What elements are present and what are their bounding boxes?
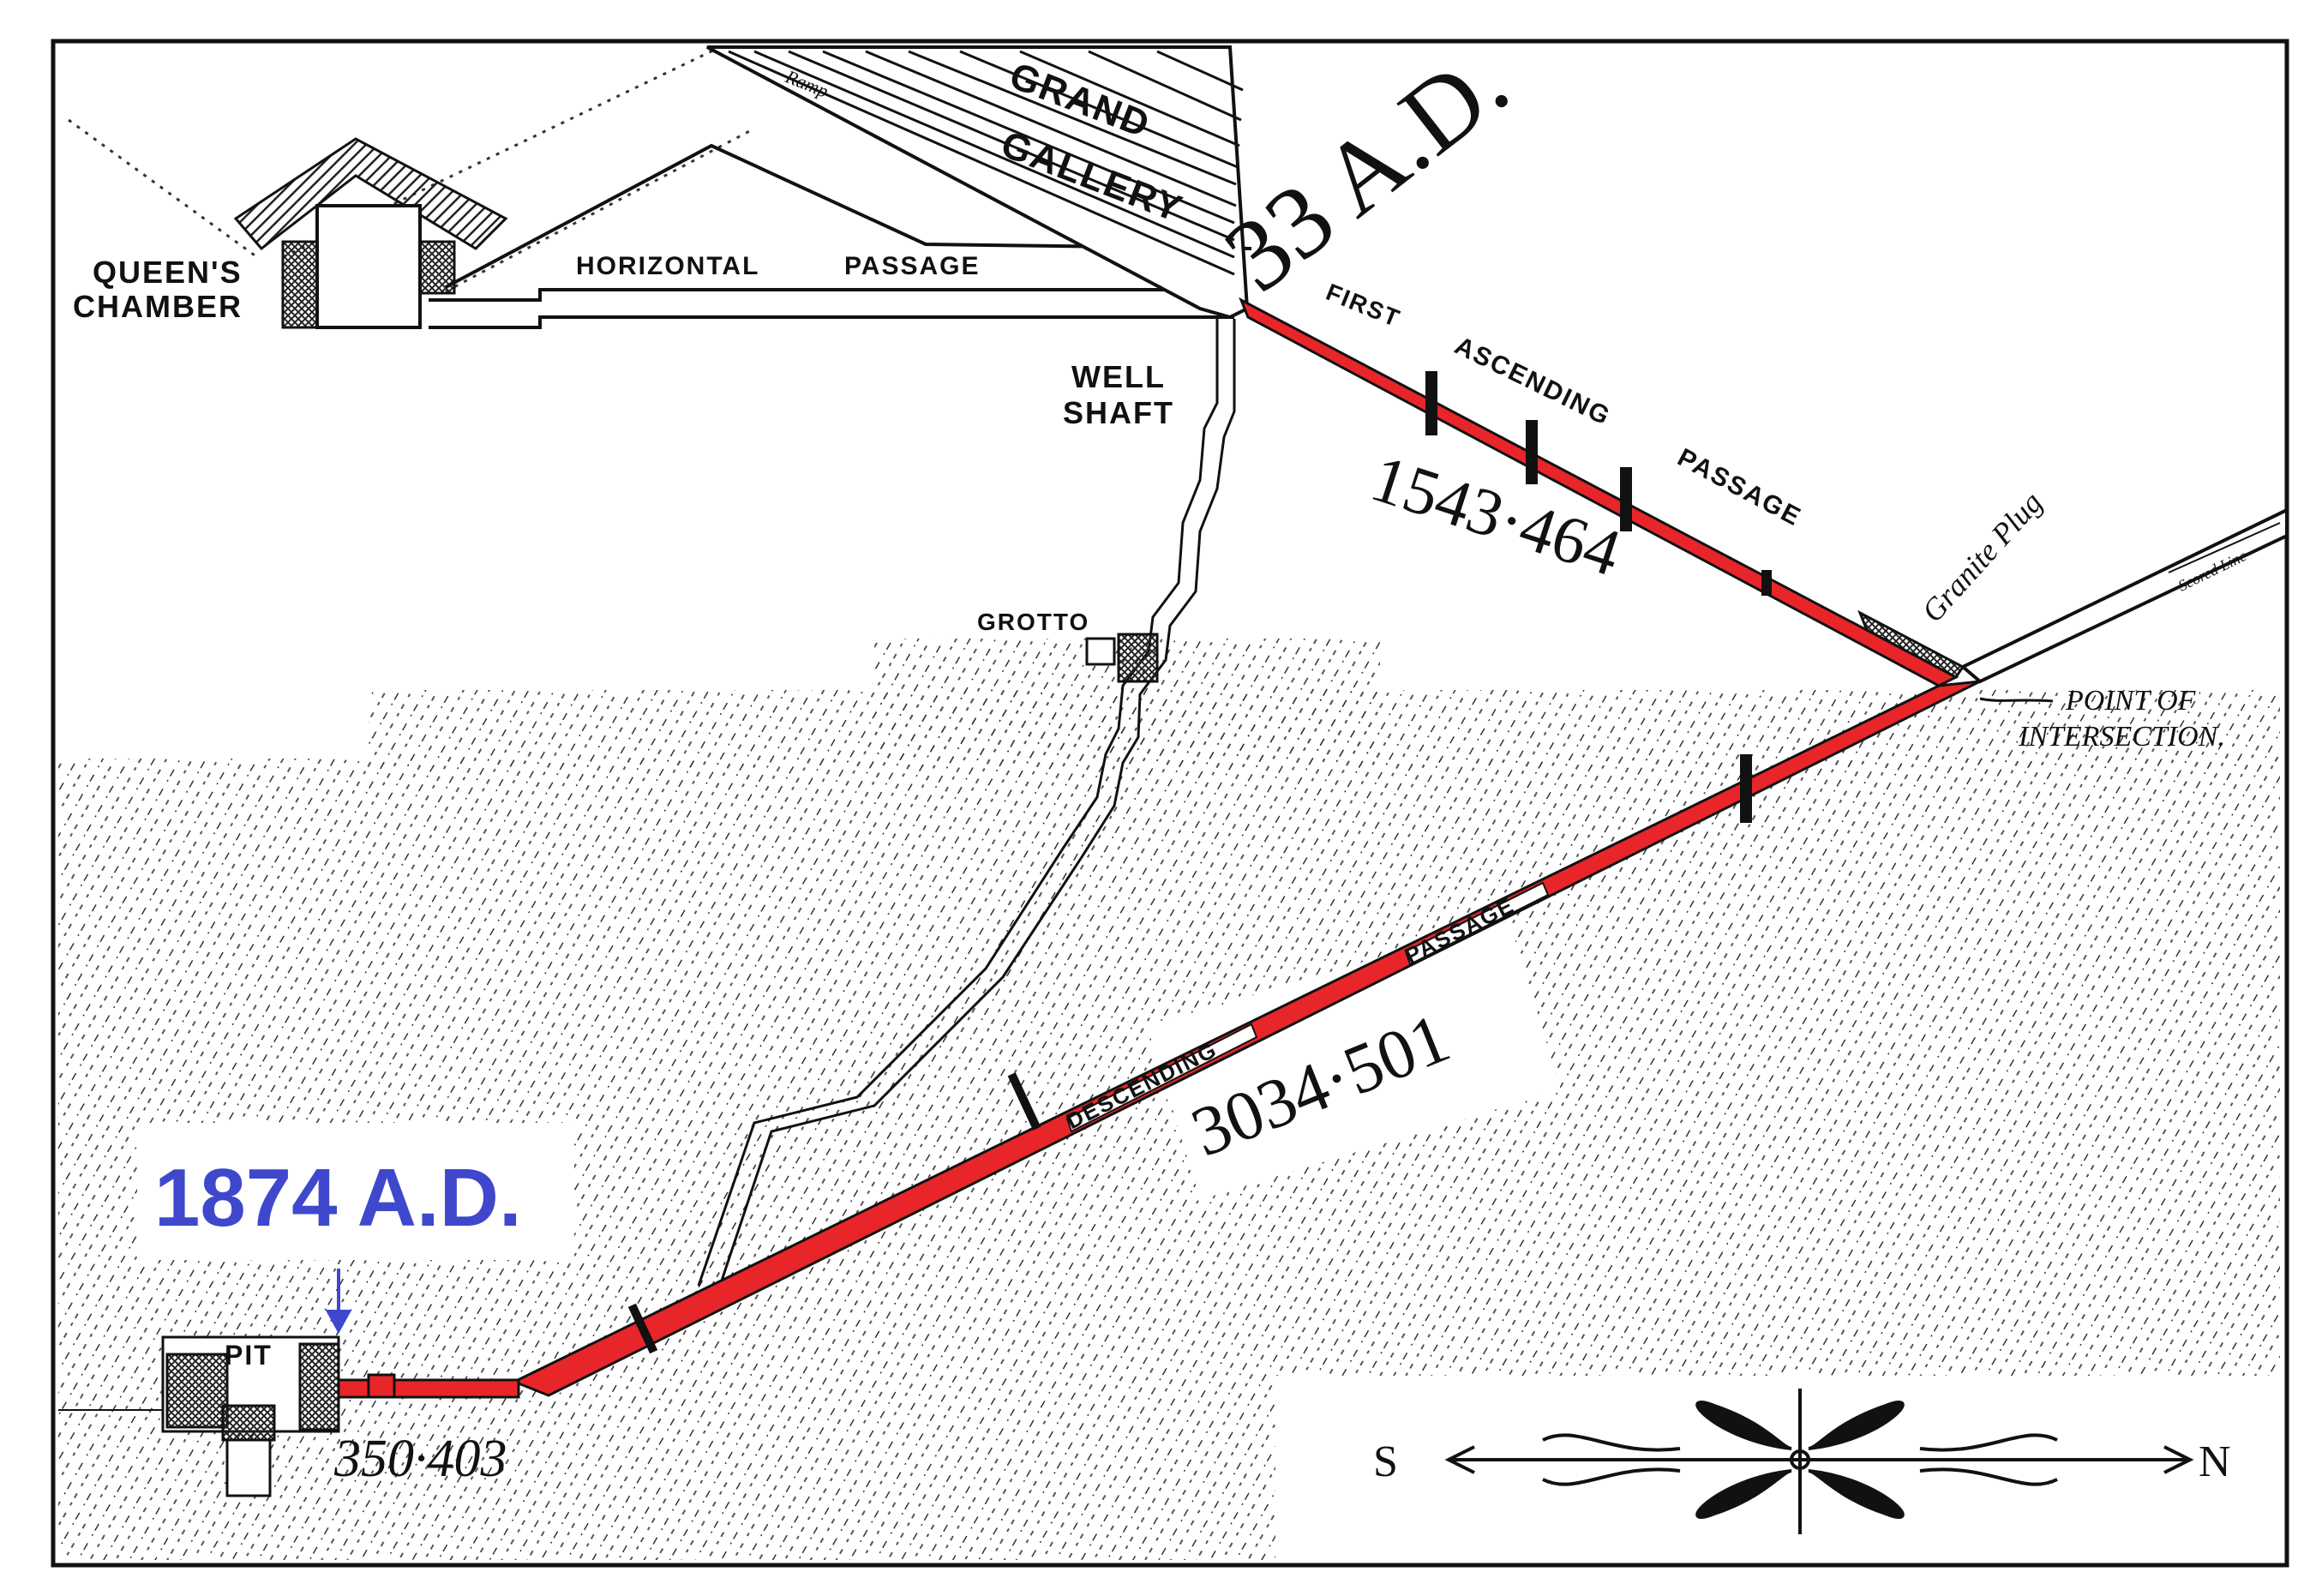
point-of-label: POINT OF — [2065, 685, 2197, 717]
compass-north: N — [2199, 1437, 2231, 1486]
pit-length: 350·403 — [333, 1430, 507, 1488]
grand-gallery — [706, 45, 1250, 320]
grotto — [1085, 633, 1159, 683]
descending-passage — [511, 680, 1981, 1397]
pit-label: PIT — [225, 1340, 273, 1371]
horizontal-label: HORIZONTAL — [576, 252, 759, 280]
label-panel-3034 — [1147, 917, 1562, 1200]
intersection-label: INTERSECTION. — [2018, 721, 2225, 753]
pyramid-casing-lines — [68, 45, 755, 293]
well-shaft — [697, 319, 1236, 1287]
well-shaft-label: WELL — [1071, 359, 1166, 394]
compass-south: S — [1373, 1437, 1398, 1486]
queens-chamber — [233, 137, 508, 329]
granite-plug — [1857, 609, 1965, 679]
grotto-label: GROTTO — [977, 609, 1089, 635]
date-1874-ad: 1874 A.D. — [154, 1152, 522, 1244]
well-shaft-label-2: SHAFT — [1063, 395, 1174, 430]
queens-chamber-label: QUEEN'S — [93, 255, 243, 290]
compass-rose-icon — [1444, 1389, 2194, 1534]
down-arrow-icon — [325, 1269, 352, 1335]
entrance-passage — [1959, 507, 2289, 684]
ascending-passage-girdles — [1425, 371, 1772, 596]
pit-chamber — [58, 1335, 340, 1497]
horizontal-passage-label: PASSAGE — [844, 252, 980, 280]
queens-chamber-label-2: CHAMBER — [73, 289, 243, 324]
intersection-leader — [1979, 697, 2054, 703]
compass-panel — [1275, 1376, 2280, 1563]
label-panel-1874 — [137, 1123, 574, 1260]
